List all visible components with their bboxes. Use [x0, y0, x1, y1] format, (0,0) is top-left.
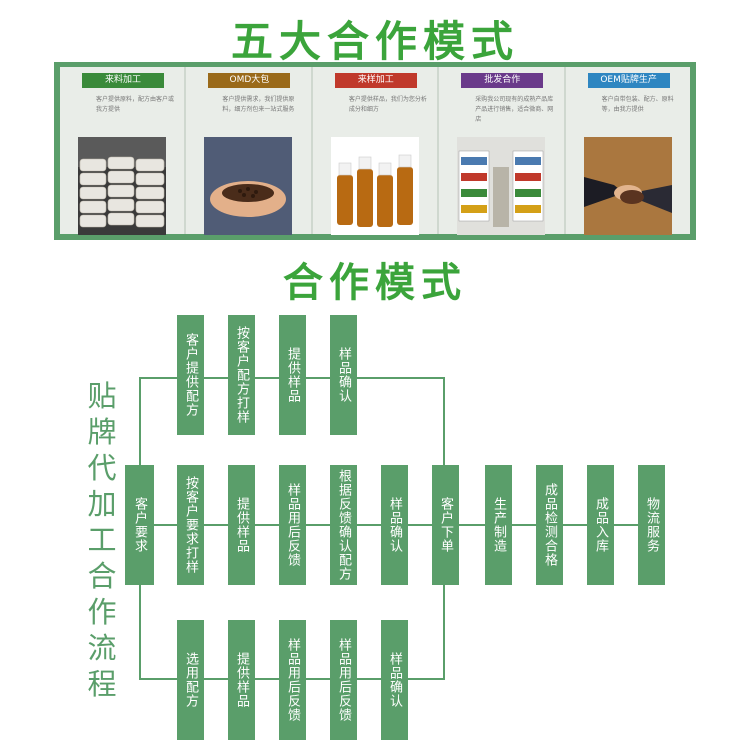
flow-step-mid-1: 按客户要求打样	[177, 465, 204, 585]
mode-label: OMD大包	[208, 73, 291, 88]
hands-holding-seeds-image	[204, 137, 293, 235]
mode-card-oem-material: 来料加工 客户提供原料，配方由客户或我方提供	[60, 67, 187, 235]
flow-step-bottom-4: 样品用后反馈	[330, 620, 357, 740]
flow-step-merge: 客户下单	[432, 465, 459, 585]
store-shelves-image	[457, 137, 546, 235]
flow-step-tail-3: 成品入库	[587, 465, 614, 585]
flow-step-bottom-1: 选用配方	[177, 620, 204, 740]
flow-step-mid-4: 根据反馈确认配方	[330, 465, 357, 585]
flow-step-mid-3: 样品用后反馈	[279, 465, 306, 585]
flow-step-tail-2: 成品检测合格	[536, 465, 563, 585]
section-title: 合作模式	[283, 260, 467, 306]
flow-step-top-1: 客户提供配方	[177, 315, 204, 435]
mode-description: 客户自带包装、配方、原料等，由我方提供	[601, 96, 674, 113]
mode-label: 批发合作	[461, 73, 544, 88]
mode-label: OEM贴牌生产	[587, 73, 670, 88]
flow-step-tail-4: 物流服务	[638, 465, 665, 585]
mode-card-oem-brand: OEM贴牌生产 客户自带包装、配方、原料等，由我方提供	[566, 67, 690, 235]
flow-step-top-2: 按客户配方打样	[228, 315, 255, 435]
page-title: 五大合作模式	[230, 17, 519, 66]
flow-step-mid-2: 提供样品	[228, 465, 255, 585]
flow-step-tail-1: 生产制造	[485, 465, 512, 585]
mode-description: 客户提供原料，配方由客户或我方提供	[96, 96, 175, 113]
warehouse-sacks-image	[78, 137, 166, 235]
mode-card-sample: 来样加工 客户提供样品，我们为您分析成分和细方	[313, 67, 440, 235]
amber-bottles-image	[330, 137, 419, 235]
flow-step-top-3: 提供样品	[279, 315, 306, 435]
mode-description: 采购我公司现有的成熟产品库产品进行销售，适合微商、网店	[475, 96, 554, 123]
handshake-image	[583, 137, 672, 235]
mode-description: 客户提供需求，我们提供原料，细方剂包来一站式服务	[222, 96, 295, 113]
flow-step-mid-5: 样品确认	[381, 465, 408, 585]
flow-step-bottom-3: 样品用后反馈	[279, 620, 306, 740]
flow-side-title: 贴牌代加工合作流程	[87, 379, 117, 701]
flow-step-bottom-2: 提供样品	[228, 620, 255, 740]
flow-step-start: 客户要求	[125, 465, 154, 585]
mode-label: 来料加工	[82, 73, 164, 88]
flow-step-top-4: 样品确认	[330, 315, 357, 435]
modes-board: 来料加工 客户提供原料，配方由客户或我方提供 OMD大包 客户提供需求，我们提供…	[54, 62, 696, 240]
mode-label: 来样加工	[334, 73, 417, 88]
mode-card-omd: OMD大包 客户提供需求，我们提供原料，细方剂包来一站式服务	[186, 67, 313, 235]
flow-step-bottom-5: 样品确认	[381, 620, 408, 740]
mode-description: 客户提供样品，我们为您分析成分和细方	[348, 96, 427, 113]
mode-card-wholesale: 批发合作 采购我公司现有的成熟产品库产品进行销售，适合微商、网店	[439, 67, 566, 235]
